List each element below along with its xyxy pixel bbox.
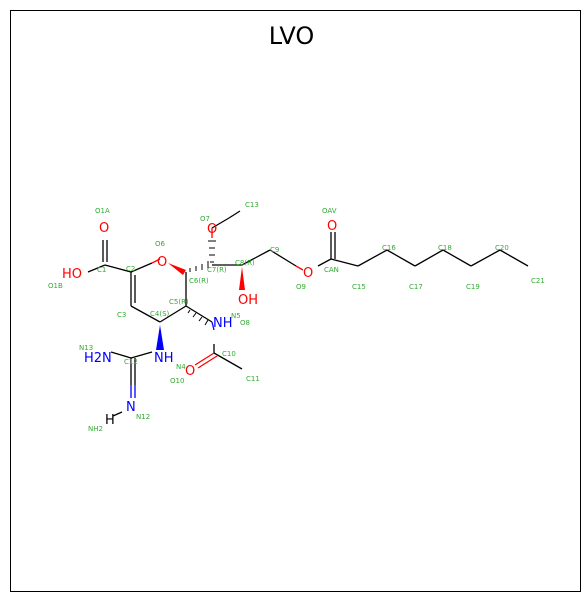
guanidine-nh2: H2N bbox=[84, 351, 112, 366]
atom-label: NH2 bbox=[88, 425, 103, 433]
atom-label: O7 bbox=[200, 215, 210, 223]
acid-carbonyl-oxygen: O bbox=[99, 221, 109, 236]
hash-wedge-c7-o7 bbox=[208, 240, 216, 263]
atom-label: O8 bbox=[240, 319, 250, 327]
wedge-o6-c6 bbox=[168, 263, 186, 275]
atom-label: O6 bbox=[155, 240, 166, 248]
atom-label: C16 bbox=[382, 244, 396, 252]
wedge-c8-oh bbox=[239, 267, 245, 290]
wedge-c4-nh bbox=[156, 325, 164, 350]
atom-label: N13 bbox=[79, 344, 93, 352]
hash-wedge-c7 bbox=[189, 261, 209, 272]
c8-hydroxyl: OH bbox=[238, 293, 258, 308]
atom-label: C1 bbox=[97, 266, 106, 274]
ring-oxygen: O bbox=[157, 255, 167, 270]
nitrogen-bonds bbox=[130, 321, 215, 398]
atom-label: C17 bbox=[409, 283, 423, 291]
atom-label: OAV bbox=[322, 207, 337, 215]
guanidine-imine: N bbox=[126, 400, 136, 415]
oxygen-bonds bbox=[151, 228, 304, 369]
structure-frame bbox=[10, 10, 581, 592]
acid-hydroxyl: HO bbox=[62, 267, 82, 282]
atom-label: C15 bbox=[352, 283, 366, 291]
atom-label: O10 bbox=[170, 377, 184, 385]
atom-label: C19 bbox=[466, 283, 480, 291]
atom-label: C12 bbox=[124, 358, 138, 366]
atom-label: N4 bbox=[176, 363, 186, 371]
atom-label: C2 bbox=[126, 265, 135, 273]
ester-carbonyl-oxygen: O bbox=[327, 219, 337, 234]
amide-carbonyl-oxygen: O bbox=[185, 364, 195, 379]
atom-label: C5(R) bbox=[169, 298, 189, 306]
atom-label: C21 bbox=[531, 277, 545, 285]
atom-label: CAN bbox=[324, 266, 339, 274]
atom-label: C8(R) bbox=[235, 259, 255, 267]
atom-label: C10 bbox=[222, 350, 236, 358]
atom-label: C13 bbox=[245, 201, 259, 209]
atom-label: N5 bbox=[231, 312, 241, 320]
atom-label: C11 bbox=[246, 375, 260, 383]
imine-hydrogen: H bbox=[105, 413, 115, 428]
carbon-bonds bbox=[87, 210, 529, 417]
atom-label: C7(R) bbox=[207, 266, 227, 274]
guanidine-nh: NH bbox=[154, 351, 174, 366]
atom-label: O9 bbox=[296, 283, 306, 291]
atom-label: O1A bbox=[95, 207, 110, 215]
atom-label: C20 bbox=[495, 244, 509, 252]
atom-label: C3 bbox=[117, 311, 126, 319]
atom-label: C6(R) bbox=[189, 277, 209, 285]
ligand-title: LVO bbox=[268, 22, 315, 50]
atom-label: O1B bbox=[48, 282, 63, 290]
methoxy-oxygen: O bbox=[207, 222, 217, 237]
atom-label: C4(S) bbox=[150, 310, 170, 318]
atom-label: C18 bbox=[438, 244, 452, 252]
hash-wedge-n5 bbox=[187, 309, 209, 326]
ester-oxygen: O bbox=[303, 266, 313, 281]
amide-nh: NH bbox=[213, 316, 233, 331]
atom-label: C9 bbox=[270, 246, 279, 254]
atom-label: N12 bbox=[136, 413, 150, 421]
